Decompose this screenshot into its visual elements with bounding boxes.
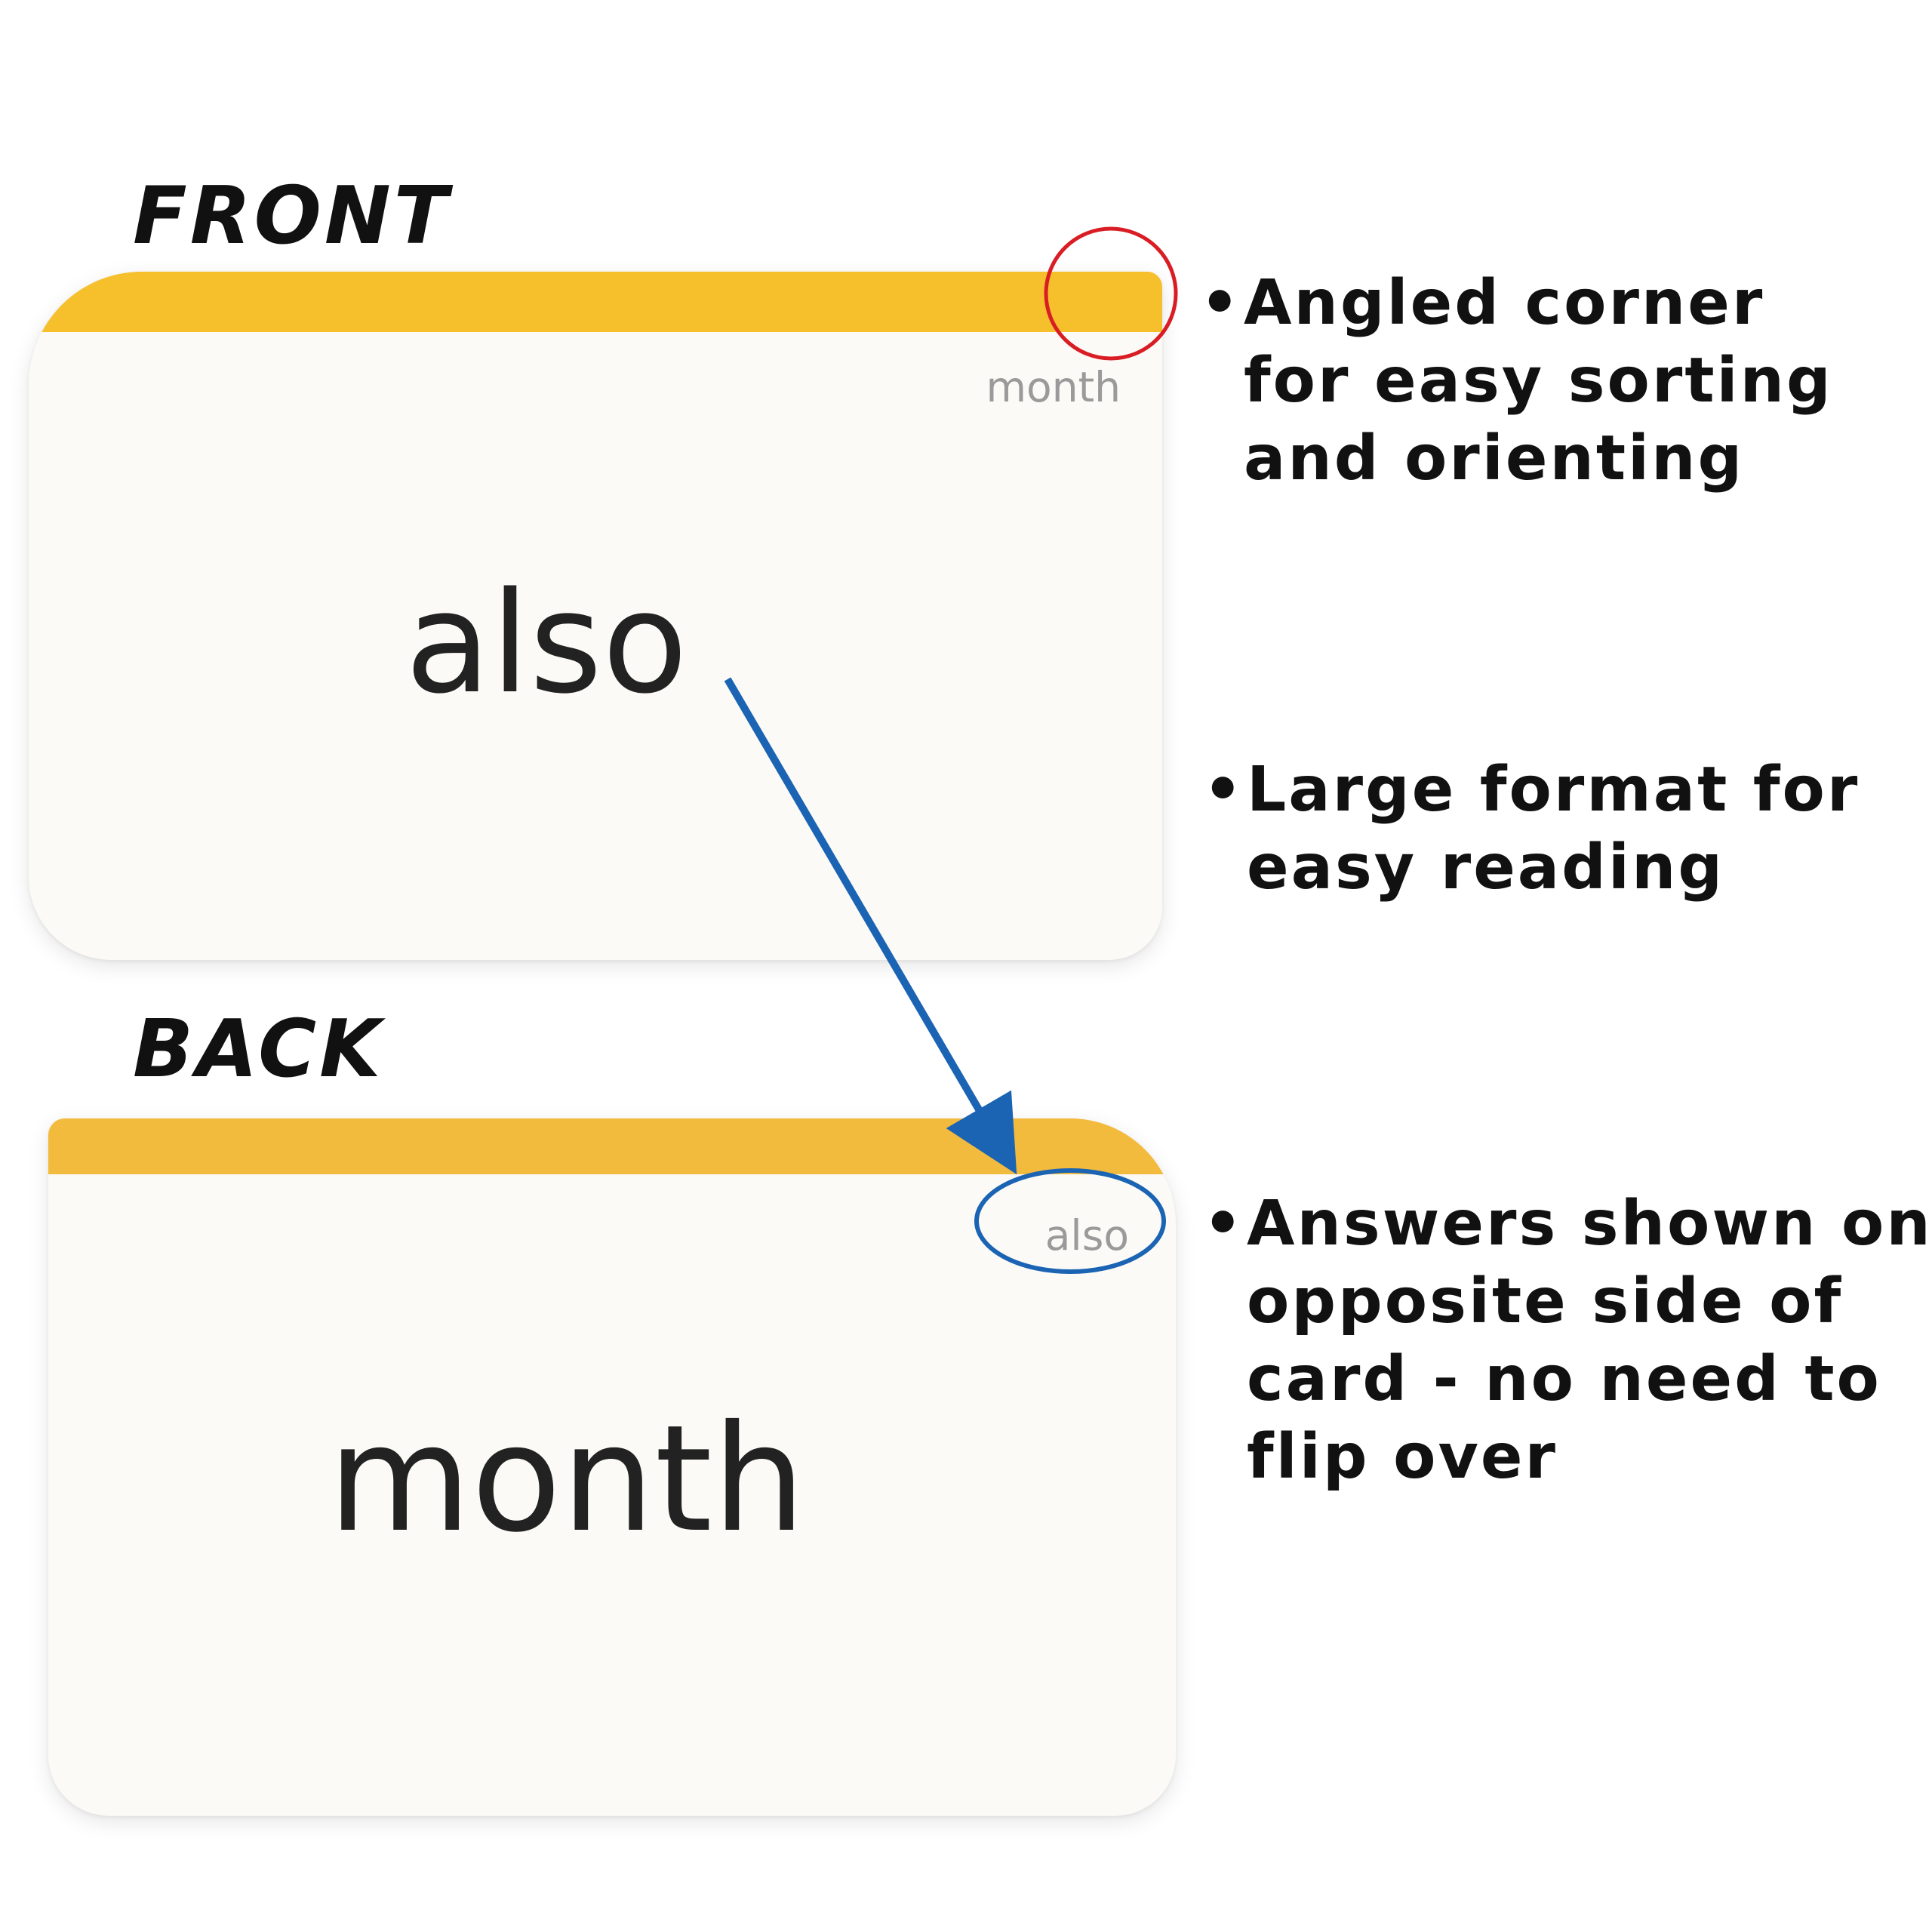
bullet-dot: • [1203,754,1245,826]
back-card: also month [48,1118,1176,1816]
front-card-word: also [405,561,688,724]
back-card-answer-hint: also [1044,1211,1129,1260]
back-card-word: month [328,1393,806,1564]
feature-bullet-angled-corner: • Angled corner for easy sorting and ori… [1200,264,1932,497]
back-label: BACK [133,1003,384,1095]
feature-bullet-answers-opposite: • Answers shown on opposite side of card… [1203,1185,1932,1496]
back-card-stripe [48,1118,1176,1174]
front-card: month also [29,272,1162,960]
bullet-dot: • [1203,1188,1245,1260]
feature-bullet-text: Answers shown on opposite side of card -… [1247,1188,1932,1493]
front-card-stripe [29,272,1162,332]
front-label: FRONT [133,170,451,262]
front-card-answer-hint: month [986,363,1121,411]
bullet-dot: • [1200,267,1242,339]
feature-bullet-text: Large format for easy reading [1247,754,1860,903]
feature-bullet-text: Angled corner for easy sorting and orien… [1244,267,1833,494]
feature-bullet-large-format: • Large format for easy reading [1203,751,1932,906]
